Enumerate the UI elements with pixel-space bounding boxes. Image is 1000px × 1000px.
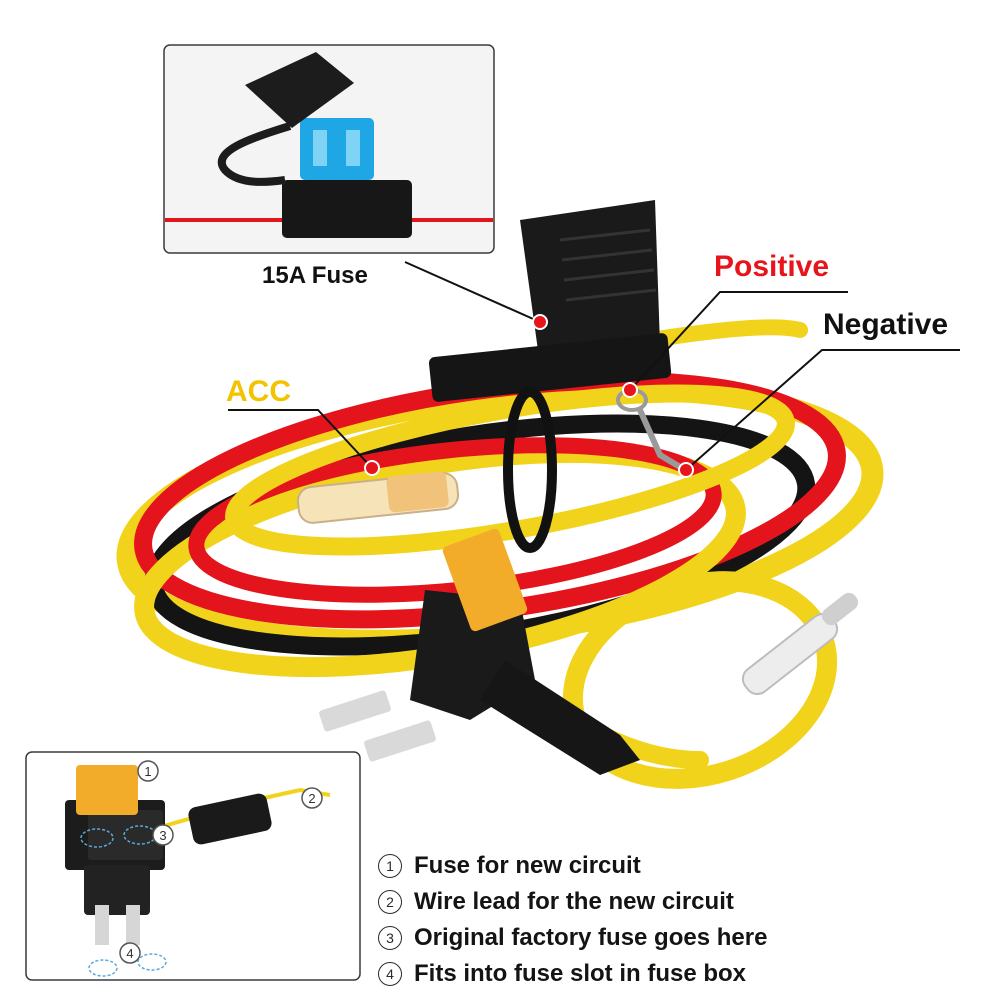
legend-text: Fits into fuse slot in fuse box bbox=[414, 960, 747, 987]
legend-text: Wire lead for the new circuit bbox=[414, 888, 734, 915]
inset-fuse-holder bbox=[163, 44, 495, 254]
callouts bbox=[228, 261, 960, 478]
legend-number: 3 bbox=[378, 926, 402, 950]
fuse-label: 15A Fuse bbox=[262, 262, 368, 289]
marker-3: 3 bbox=[159, 828, 166, 843]
legend-number: 2 bbox=[378, 890, 402, 914]
legend-text: Fuse for new circuit bbox=[414, 852, 641, 879]
fuse-cap bbox=[245, 52, 354, 128]
acc-connector bbox=[296, 471, 460, 524]
amber-fuse bbox=[442, 528, 528, 632]
acc-label: ACC bbox=[226, 375, 291, 408]
marker-1: 1 bbox=[144, 764, 151, 779]
marker-4: 4 bbox=[126, 946, 133, 961]
harness-fuse-holder bbox=[428, 200, 672, 402]
legend-item: 1 Fuse for new circuit bbox=[378, 848, 848, 884]
legend: 1 Fuse for new circuit 2 Wire lead for t… bbox=[378, 848, 848, 992]
positive-label: Positive bbox=[714, 250, 830, 283]
marker-2: 2 bbox=[308, 791, 315, 806]
fuse-tap bbox=[319, 528, 640, 775]
inset-fuse-tap-diagram: 1 2 3 4 bbox=[25, 751, 361, 981]
legend-item: 2 Wire lead for the new circuit bbox=[378, 884, 848, 920]
legend-item: 3 Original factory fuse goes here bbox=[378, 920, 848, 956]
cable-tie bbox=[503, 387, 557, 553]
blue-fuse bbox=[300, 118, 374, 180]
negative-label: Negative bbox=[823, 308, 949, 341]
legend-number: 4 bbox=[378, 962, 402, 986]
legend-item: 4 Fits into fuse slot in fuse box bbox=[378, 956, 848, 992]
legend-number: 1 bbox=[378, 854, 402, 878]
lead-terminal bbox=[741, 592, 859, 696]
legend-text: Original factory fuse goes here bbox=[414, 924, 768, 951]
